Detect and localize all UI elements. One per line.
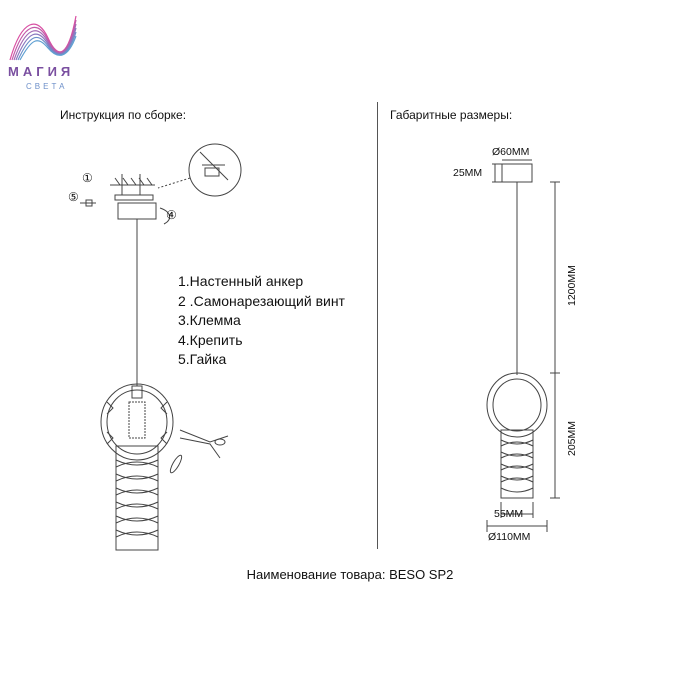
section-divider	[377, 102, 378, 549]
shade-height-label: 205MM	[566, 420, 578, 456]
legend-item: 4.Крепить	[178, 331, 243, 348]
tube-width-label: 55MM	[494, 508, 524, 520]
callout-5: ⑤	[68, 190, 79, 204]
callout-4: ④	[166, 208, 177, 222]
assembly-legend: 1.Настенный анкер 2 .Самонарезающий винт…	[178, 273, 345, 371]
product-name: Наименование товара: BESO SP2	[246, 567, 454, 582]
legend-item: 2 .Самонарезающий винт	[178, 292, 345, 309]
dimension-drawing	[486, 159, 560, 532]
legend-item: 1.Настенный анкер	[178, 273, 304, 289]
cord-length-label: 1200MM	[566, 265, 578, 306]
logo-mark-icon	[9, 15, 77, 61]
dimensions-title: Габаритные размеры:	[390, 108, 513, 122]
logo-brand-text: МАГИЯ	[8, 64, 75, 79]
assembly-title: Инструкция по сборке:	[60, 108, 187, 122]
canopy-height-label: 25MM	[453, 167, 483, 179]
canopy-diameter-label: Ø60MM	[492, 146, 530, 158]
callout-1: ①	[82, 171, 93, 185]
logo-sub-text: СВЕТА	[26, 82, 68, 91]
total-diameter-label: Ø110MM	[488, 531, 531, 543]
legend-item: 5.Гайка	[178, 351, 227, 367]
assembly-drawing	[80, 143, 242, 551]
legend-item: 3.Клемма	[178, 312, 241, 328]
